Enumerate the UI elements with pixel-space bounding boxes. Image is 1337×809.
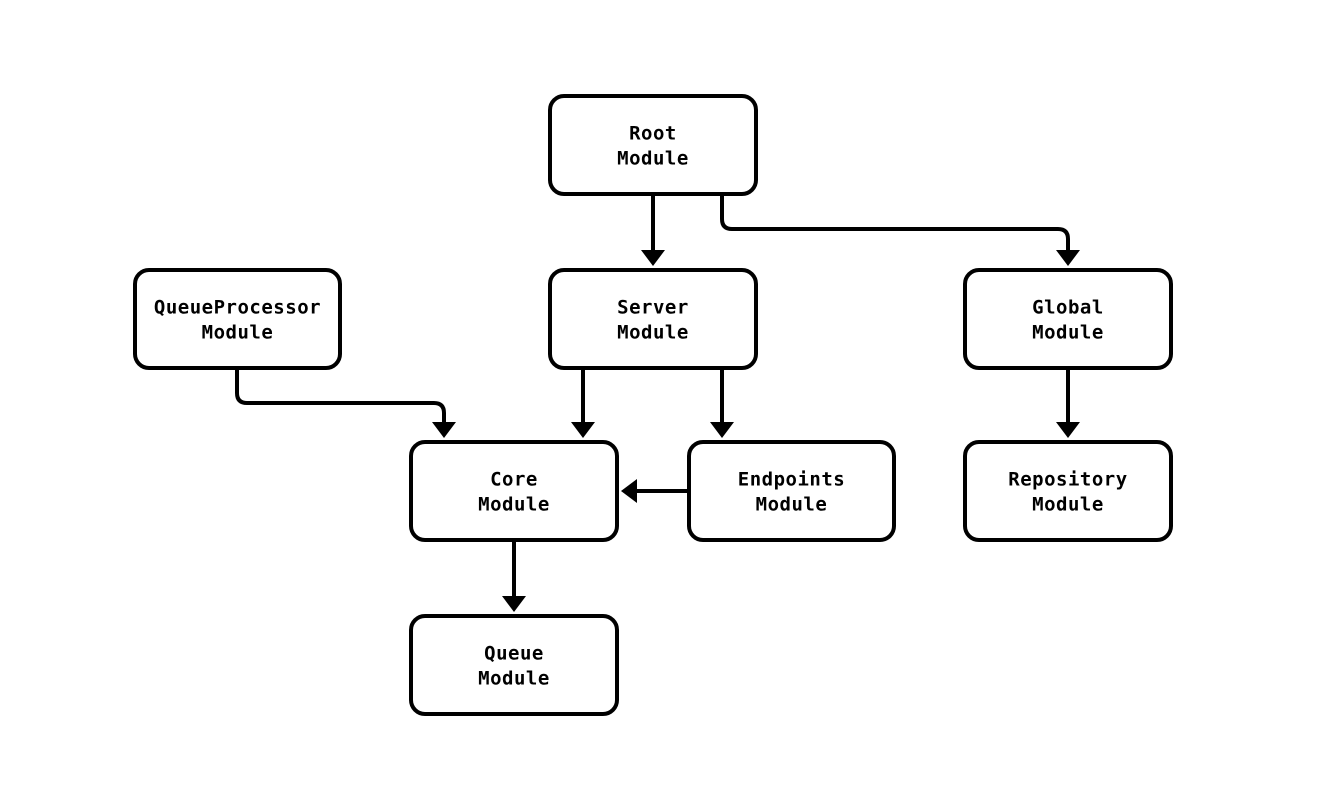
edge-line — [235, 370, 446, 424]
arrowhead-icon — [1056, 250, 1080, 266]
node-label-line1: Repository — [1008, 469, 1127, 491]
node-layer: RootModuleQueueProcessorModuleServerModu… — [133, 94, 1173, 716]
arrowhead-icon — [502, 596, 526, 612]
node-label-line1: Root — [629, 123, 677, 145]
arrowhead-icon — [571, 422, 595, 438]
edge-core-to-queue — [502, 542, 526, 612]
edge-server-to-core — [571, 370, 595, 438]
edge-endpoints-to-core — [621, 479, 687, 503]
node-box[interactable] — [687, 440, 896, 542]
node-label-line2: Module — [756, 494, 828, 516]
node-label-line2: Module — [1032, 494, 1104, 516]
arrowhead-icon — [432, 422, 456, 438]
node-box[interactable] — [548, 94, 758, 196]
arrowhead-icon — [1056, 422, 1080, 438]
node-label-line2: Module — [617, 322, 689, 344]
arrowhead-icon — [641, 250, 665, 266]
node-label-line1: Queue — [484, 643, 544, 665]
node-label-line1: Global — [1032, 297, 1104, 319]
node-label-line2: Module — [478, 668, 550, 690]
node-label-line2: Module — [202, 322, 274, 344]
node-box[interactable] — [409, 614, 619, 716]
edge-root-to-server — [641, 196, 665, 266]
node-box[interactable] — [963, 440, 1173, 542]
node-label-line2: Module — [1032, 322, 1104, 344]
node-label-line1: Endpoints — [738, 469, 845, 491]
edge-global-to-repository — [1056, 370, 1080, 438]
arrowhead-icon — [710, 422, 734, 438]
node-label-line2: Module — [617, 148, 689, 170]
node-box[interactable] — [548, 268, 758, 370]
node-box[interactable] — [963, 268, 1173, 370]
edge-line — [720, 196, 1070, 252]
edge-queueprocessor-to-core — [235, 370, 456, 438]
node-label-line1: Core — [490, 469, 538, 491]
node-box[interactable] — [133, 268, 342, 370]
edge-server-to-endpoints — [710, 370, 734, 438]
arrowhead-icon — [621, 479, 637, 503]
node-label-line2: Module — [478, 494, 550, 516]
node-box[interactable] — [409, 440, 619, 542]
edge-layer — [235, 196, 1080, 612]
node-label-line1: Server — [617, 297, 689, 319]
node-label-line1: QueueProcessor — [154, 297, 321, 319]
edge-root-to-global — [720, 196, 1080, 266]
